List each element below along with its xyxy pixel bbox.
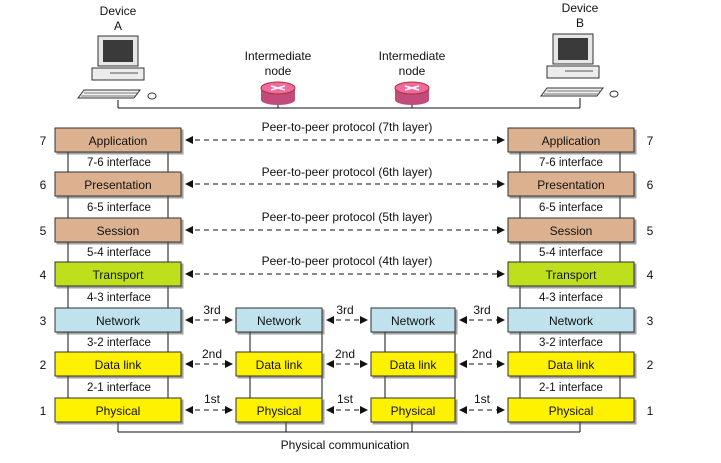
node2-datalink-label: Data link bbox=[390, 358, 438, 372]
node2-network-label: Network bbox=[391, 314, 436, 328]
device-b-interface-5-4: 5-4 interface bbox=[539, 247, 603, 259]
layer-number-2-left: 2 bbox=[40, 358, 47, 372]
device-b-session-layer bbox=[507, 217, 635, 243]
node2-label-line1: Intermediate bbox=[379, 49, 446, 63]
device-a-physical-layer bbox=[54, 397, 182, 423]
layer-number-6-left: 6 bbox=[40, 178, 47, 192]
device-a-application-label: Application bbox=[89, 134, 148, 148]
device-a-transport-layer bbox=[54, 261, 182, 287]
device-b-network-layer bbox=[507, 307, 635, 333]
device-a-datalink-layer bbox=[54, 351, 182, 377]
device-b-presentation-label: Presentation bbox=[537, 178, 604, 192]
device-b-transport-layer bbox=[507, 261, 635, 287]
node1-physical-label: Physical bbox=[257, 404, 302, 418]
hop-1st-label-2: 1st bbox=[337, 392, 354, 406]
device-b-label-line2: B bbox=[576, 16, 584, 30]
device-a-interface-7-6: 7-6 interface bbox=[87, 157, 151, 169]
layer-number-3-right: 3 bbox=[647, 314, 654, 328]
layer-number-4-right: 4 bbox=[647, 268, 654, 282]
node1-label-line1: Intermediate bbox=[245, 49, 312, 63]
device-a-session-label: Session bbox=[97, 224, 140, 238]
hop-3rd-label-2: 3rd bbox=[336, 303, 353, 317]
layer-number-5-left: 5 bbox=[40, 224, 47, 238]
node1-datalink-label: Data link bbox=[256, 358, 304, 372]
device-b-network-label: Network bbox=[549, 314, 594, 328]
node1-network-layer bbox=[235, 307, 323, 333]
hop-2nd-label-3: 2nd bbox=[472, 347, 492, 361]
layer-number-6-right: 6 bbox=[647, 178, 654, 192]
hop-2nd-label-2: 2nd bbox=[335, 347, 355, 361]
hop-3rd-label-1: 3rd bbox=[203, 303, 220, 317]
device-b-application-layer bbox=[507, 127, 635, 153]
device-a-application-layer bbox=[54, 127, 182, 153]
device-a-interface-6-5: 6-5 interface bbox=[87, 202, 151, 214]
protocol-layer-4-label: Peer-to-peer protocol (4th layer) bbox=[262, 254, 433, 268]
device-b-physical-layer bbox=[507, 397, 635, 423]
router-1-icon bbox=[260, 81, 296, 108]
layer-number-1-right: 1 bbox=[647, 404, 654, 418]
node1-label-line2: node bbox=[265, 64, 292, 78]
device-a-interface-2-1: 2-1 interface bbox=[87, 382, 151, 394]
layer-number-7-left: 7 bbox=[40, 134, 47, 148]
layer-number-1-left: 1 bbox=[40, 404, 47, 418]
device-b-physical-label: Physical bbox=[549, 404, 594, 418]
device-b-datalink-layer bbox=[507, 351, 635, 377]
device-a-network-layer bbox=[54, 307, 182, 333]
device-a-interface-4-3: 4-3 interface bbox=[87, 292, 151, 304]
device-a-interface-5-4: 5-4 interface bbox=[87, 247, 151, 259]
device-a-datalink-label: Data link bbox=[95, 358, 143, 372]
device-a-transport-label: Transport bbox=[93, 268, 145, 282]
device-a-presentation-layer bbox=[54, 171, 182, 197]
node2-label-line2: node bbox=[399, 64, 426, 78]
layer-number-5-right: 5 bbox=[647, 224, 654, 238]
device-b-interface-3-2: 3-2 interface bbox=[539, 337, 603, 349]
physical-communication-label: Physical communication bbox=[281, 438, 410, 452]
node2-network-layer bbox=[370, 307, 456, 333]
device-b-interface-6-5: 6-5 interface bbox=[539, 202, 603, 214]
device-b-presentation-layer bbox=[507, 171, 635, 197]
computer-b-icon bbox=[540, 33, 619, 98]
node2-physical-label: Physical bbox=[391, 404, 436, 418]
device-a-presentation-label: Presentation bbox=[84, 178, 151, 192]
layer-number-3-left: 3 bbox=[40, 314, 47, 328]
protocol-layer-5-label: Peer-to-peer protocol (5th layer) bbox=[262, 210, 433, 224]
device-b-interface-7-6: 7-6 interface bbox=[539, 157, 603, 169]
node2-datalink-layer bbox=[370, 351, 456, 377]
device-a-interface-3-2: 3-2 interface bbox=[87, 337, 151, 349]
hop-2nd-label-1: 2nd bbox=[202, 347, 222, 361]
layer-number-7-right: 7 bbox=[647, 134, 654, 148]
device-a-network-label: Network bbox=[96, 314, 141, 328]
node1-network-label: Network bbox=[257, 314, 302, 328]
device-a-label-line2: A bbox=[114, 19, 122, 33]
device-a-physical-label: Physical bbox=[96, 404, 141, 418]
layer-number-4-left: 4 bbox=[40, 268, 47, 282]
node1-physical-layer bbox=[235, 397, 323, 423]
device-b-datalink-label: Data link bbox=[548, 358, 596, 372]
node2-physical-layer bbox=[370, 397, 456, 423]
device-a-label-line1: Device bbox=[100, 4, 137, 18]
device-b-session-label: Session bbox=[550, 224, 593, 238]
device-b-interface-4-3: 4-3 interface bbox=[539, 292, 603, 304]
node1-datalink-layer bbox=[235, 351, 323, 377]
router-2-icon bbox=[394, 81, 430, 108]
protocol-layer-7-label: Peer-to-peer protocol (7th layer) bbox=[262, 120, 433, 134]
hop-1st-label-1: 1st bbox=[204, 392, 221, 406]
protocol-layer-6-label: Peer-to-peer protocol (6th layer) bbox=[262, 165, 433, 179]
layer-number-2-right: 2 bbox=[647, 358, 654, 372]
device-b-application-label: Application bbox=[542, 134, 601, 148]
device-b-label-line1: Device bbox=[562, 1, 599, 15]
device-b-interface-2-1: 2-1 interface bbox=[539, 382, 603, 394]
hop-3rd-label-3: 3rd bbox=[473, 303, 490, 317]
device-a-session-layer bbox=[54, 217, 182, 243]
hop-1st-label-3: 1st bbox=[474, 392, 491, 406]
device-b-transport-label: Transport bbox=[546, 268, 598, 282]
computer-a-icon bbox=[77, 35, 157, 100]
